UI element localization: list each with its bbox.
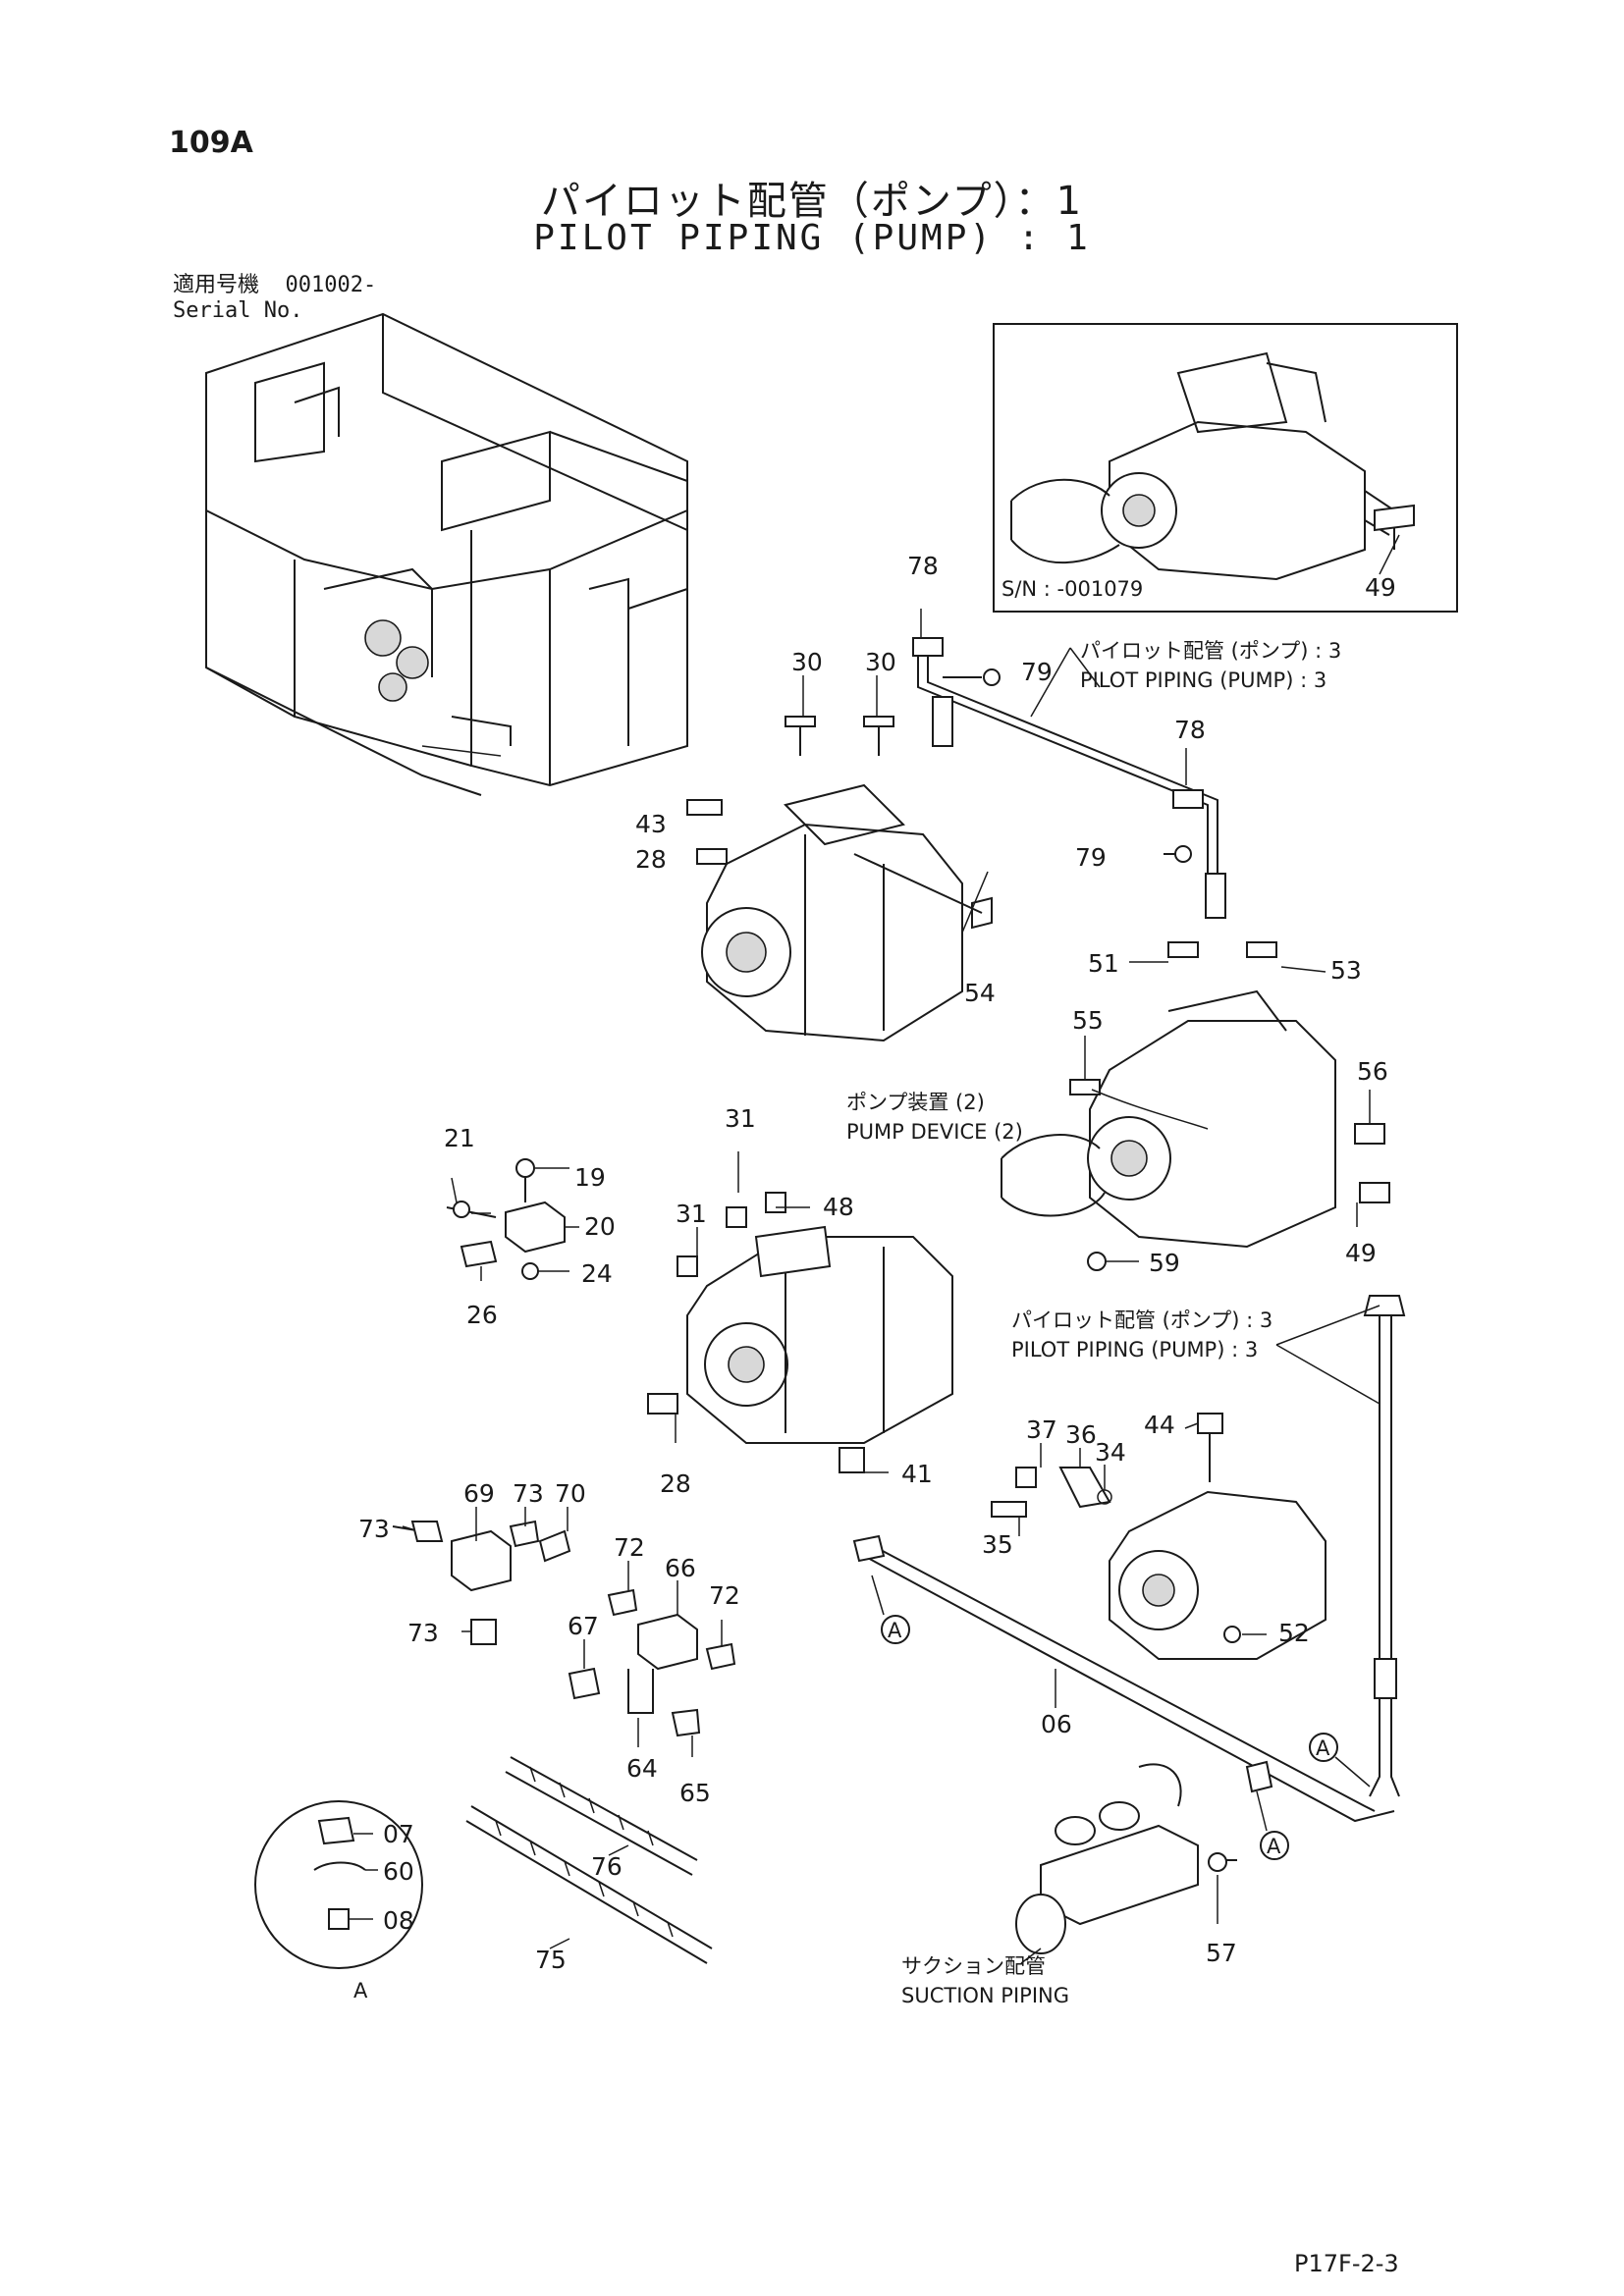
callout-30: 30 xyxy=(791,648,823,676)
callout-79: 79 xyxy=(1021,658,1053,686)
callout-64: 64 xyxy=(626,1754,658,1783)
callout-72: 72 xyxy=(614,1533,645,1562)
callout-06: 06 xyxy=(1041,1710,1072,1738)
callout-48: 48 xyxy=(823,1193,854,1221)
callout-57: 57 xyxy=(1206,1939,1237,1967)
callout-78: 78 xyxy=(1174,716,1206,744)
pump-assembly-3 xyxy=(647,1192,953,1473)
caption-labels: パイロット配管 (ポンプ) : 3 PILOT PIPING (PUMP) : … xyxy=(846,639,1341,2007)
marker-a: A xyxy=(888,1619,902,1642)
marker-a: A xyxy=(1316,1736,1330,1760)
serial-line-jp: 適用号機 001002- xyxy=(173,273,376,298)
callout-19: 19 xyxy=(574,1163,606,1192)
callout-31: 31 xyxy=(725,1104,756,1133)
callout-37: 37 xyxy=(1026,1415,1057,1444)
callout-28: 28 xyxy=(660,1469,691,1498)
caption-pilot-piping-3-en: PILOT PIPING (PUMP) : 3 xyxy=(1011,1338,1258,1362)
serial-block: 適用号機 001002- Serial No. xyxy=(173,273,376,324)
serial-label-jp: 適用号機 xyxy=(173,273,260,297)
callout-73: 73 xyxy=(513,1479,544,1508)
title-japanese: パイロット配管（ポンプ）：1 xyxy=(540,179,1084,224)
callout-73: 73 xyxy=(358,1515,390,1543)
pipe-06 xyxy=(852,1534,1395,1823)
callout-24: 24 xyxy=(581,1259,613,1288)
callout-43: 43 xyxy=(635,810,667,838)
callout-56: 56 xyxy=(1357,1057,1388,1086)
callout-07: 07 xyxy=(383,1820,414,1848)
callout-08: 08 xyxy=(383,1906,414,1935)
machine-frame-drawing xyxy=(205,312,688,796)
callout-72: 72 xyxy=(709,1581,740,1610)
callout-52: 52 xyxy=(1278,1619,1310,1647)
callout-30: 30 xyxy=(865,648,896,676)
callout-73: 73 xyxy=(407,1619,439,1647)
caption-pilot-piping-3-jp: パイロット配管 (ポンプ) : 3 xyxy=(1080,639,1341,663)
callout-21: 21 xyxy=(444,1124,475,1152)
callout-70: 70 xyxy=(555,1479,586,1508)
callout-59: 59 xyxy=(1149,1249,1180,1277)
callout-28: 28 xyxy=(635,845,667,874)
callout-34: 34 xyxy=(1095,1438,1126,1467)
callout-35: 35 xyxy=(982,1530,1013,1559)
callout-67: 67 xyxy=(568,1612,599,1640)
caption-suction-en: SUCTION PIPING xyxy=(901,1984,1069,2007)
callout-60: 60 xyxy=(383,1857,414,1886)
callout-75: 75 xyxy=(535,1946,567,1974)
serial-value: 001002- xyxy=(285,273,377,297)
callout-78: 78 xyxy=(907,552,939,580)
caption-pump-device-jp: ポンプ装置 (2) xyxy=(846,1091,985,1114)
block-69-group xyxy=(392,1520,571,1645)
caption-pump-device-en: PUMP DEVICE (2) xyxy=(846,1120,1023,1144)
callout-44: 44 xyxy=(1144,1411,1175,1439)
callout-31: 31 xyxy=(676,1200,707,1228)
callout-26: 26 xyxy=(466,1301,498,1329)
callout-53: 53 xyxy=(1330,956,1362,985)
inset-box: S/N : -001079 49 xyxy=(993,323,1458,613)
callout-36: 36 xyxy=(1065,1420,1097,1449)
callout-55: 55 xyxy=(1072,1006,1104,1035)
callout-51: 51 xyxy=(1088,949,1119,978)
callout-49: 49 xyxy=(1345,1239,1377,1267)
marker-a-group xyxy=(871,1575,1371,1860)
pump-assembly-4 xyxy=(991,1413,1326,1660)
page-code: P17F-2-3 xyxy=(1294,2250,1399,2277)
callout-69: 69 xyxy=(463,1479,495,1508)
detail-a-circle xyxy=(254,1800,423,1969)
callout-labels: 78 79 78 79 30 30 43 28 54 51 53 55 56 4… xyxy=(353,552,1388,2002)
pump-assembly-2 xyxy=(1001,941,1390,1271)
inset-serial-note: S/N : -001079 xyxy=(1001,577,1143,601)
detail-a-label: A xyxy=(353,1979,368,2002)
caption-pilot-piping-3-en: PILOT PIPING (PUMP) : 3 xyxy=(1080,668,1326,692)
pump-assembly-1 xyxy=(686,716,993,1042)
pilot-pipe-right-vertical xyxy=(1363,1295,1406,1797)
callout-79: 79 xyxy=(1075,843,1107,872)
marker-a: A xyxy=(1267,1835,1281,1858)
callout-76: 76 xyxy=(591,1852,623,1881)
block-66-group xyxy=(568,1588,736,1737)
block-20-group xyxy=(446,1158,566,1280)
page-id: 109A xyxy=(169,126,253,160)
callout-41: 41 xyxy=(901,1460,933,1488)
callout-54: 54 xyxy=(964,979,996,1007)
callout-65: 65 xyxy=(679,1779,711,1807)
caption-suction-jp: サクション配管 xyxy=(901,1954,1046,1978)
callout-66: 66 xyxy=(665,1554,696,1582)
title-english: PILOT PIPING (PUMP) : 1 xyxy=(533,218,1091,258)
pilot-pipe-upper xyxy=(912,637,1226,919)
hoses-75-76 xyxy=(465,1756,713,1964)
inset-callout-49: 49 xyxy=(1365,573,1396,602)
leader-lines xyxy=(349,609,1380,1964)
suction-piping-drawing xyxy=(1015,1763,1237,1954)
callout-20: 20 xyxy=(584,1212,616,1241)
serial-label-en: Serial No. xyxy=(173,298,303,323)
caption-pilot-piping-3-jp: パイロット配管 (ポンプ) : 3 xyxy=(1011,1308,1272,1332)
